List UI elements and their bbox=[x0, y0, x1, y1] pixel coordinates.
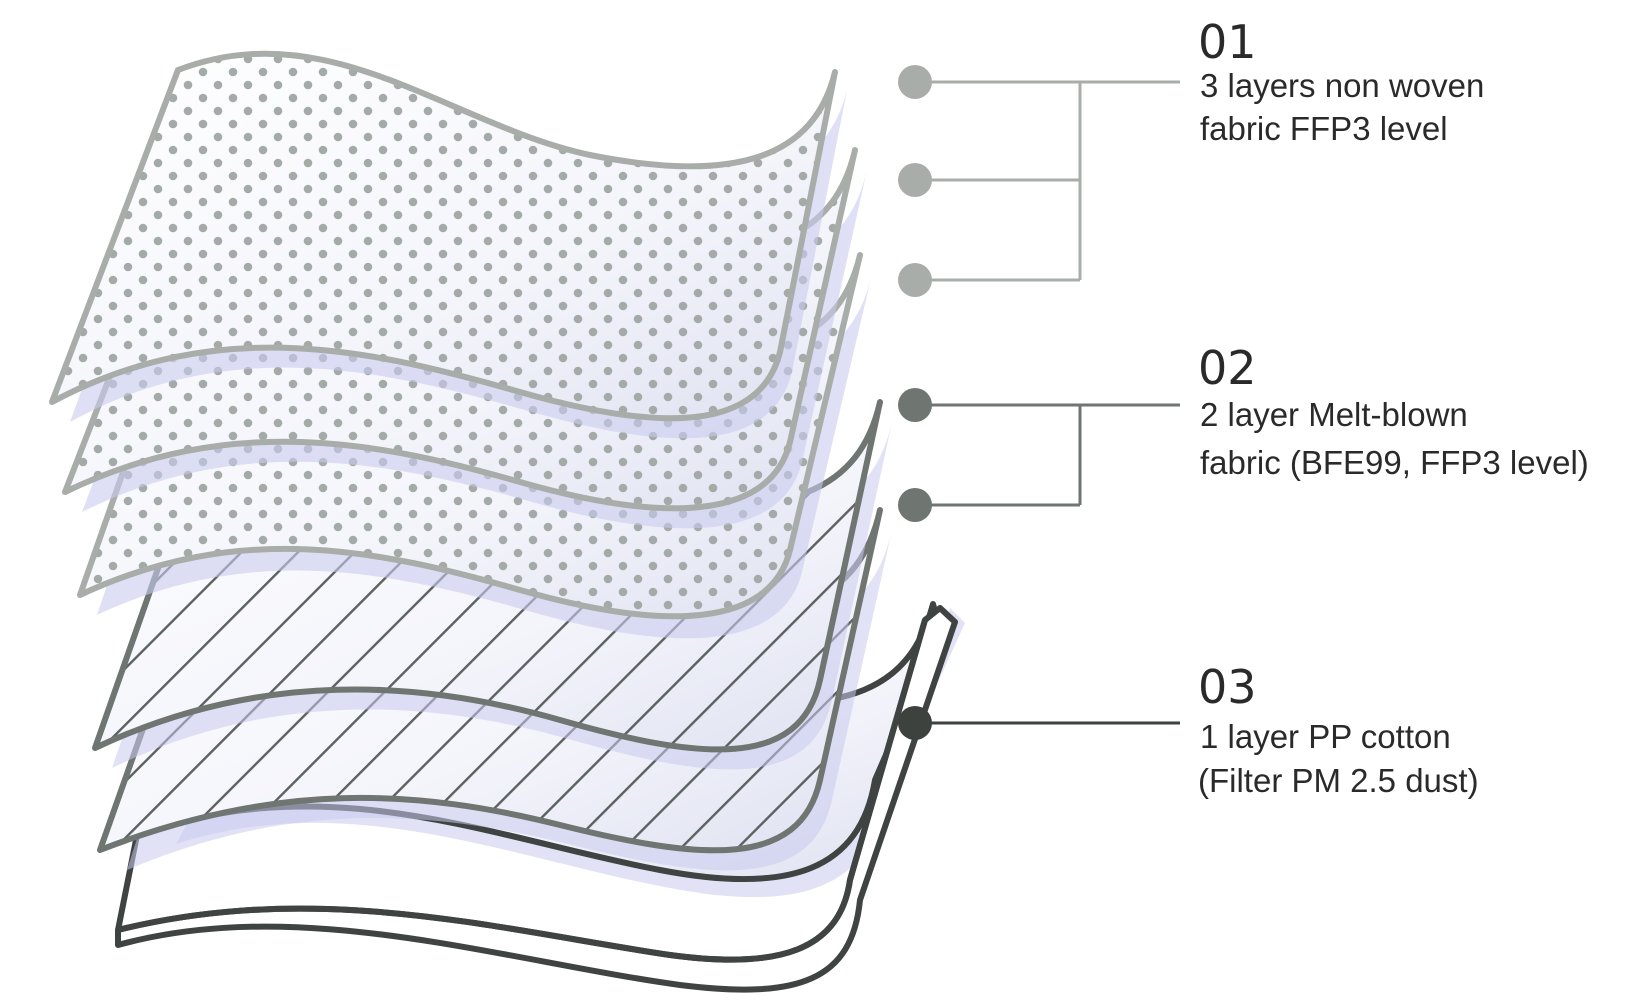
connector-dot bbox=[898, 163, 932, 197]
callout-text: 3 layers non woven bbox=[1200, 67, 1484, 104]
callout-02: 02 2 layer Melt-blown fabric (BFE99, FFP… bbox=[1198, 341, 1589, 481]
callout-number: 02 bbox=[1198, 341, 1257, 395]
callout-text: fabric FFP3 level bbox=[1200, 110, 1448, 147]
callout-text: fabric (BFE99, FFP3 level) bbox=[1200, 444, 1589, 481]
connector-dot bbox=[898, 388, 932, 422]
callout-01: 01 3 layers non woven fabric FFP3 level bbox=[1198, 15, 1484, 147]
callout-text: (Filter PM 2.5 dust) bbox=[1198, 762, 1479, 799]
connector-02 bbox=[915, 403, 1180, 507]
callout-03: 03 1 layer PP cotton (Filter PM 2.5 dust… bbox=[1198, 660, 1479, 799]
callout-number: 01 bbox=[1198, 15, 1257, 69]
connector-dot bbox=[898, 263, 932, 297]
callout-text: 2 layer Melt-blown bbox=[1200, 396, 1468, 433]
connector-dot bbox=[898, 65, 932, 99]
callout-number: 03 bbox=[1198, 660, 1257, 714]
callout-labels: 01 3 layers non woven fabric FFP3 level … bbox=[1198, 15, 1589, 799]
callout-connectors bbox=[898, 65, 1180, 740]
layer-stack bbox=[49, 50, 965, 993]
connector-dot bbox=[898, 488, 932, 522]
callout-text: 1 layer PP cotton bbox=[1200, 718, 1451, 755]
connector-01 bbox=[915, 80, 1180, 282]
connector-dot bbox=[898, 706, 932, 740]
layer-non-woven-1 bbox=[49, 50, 847, 439]
